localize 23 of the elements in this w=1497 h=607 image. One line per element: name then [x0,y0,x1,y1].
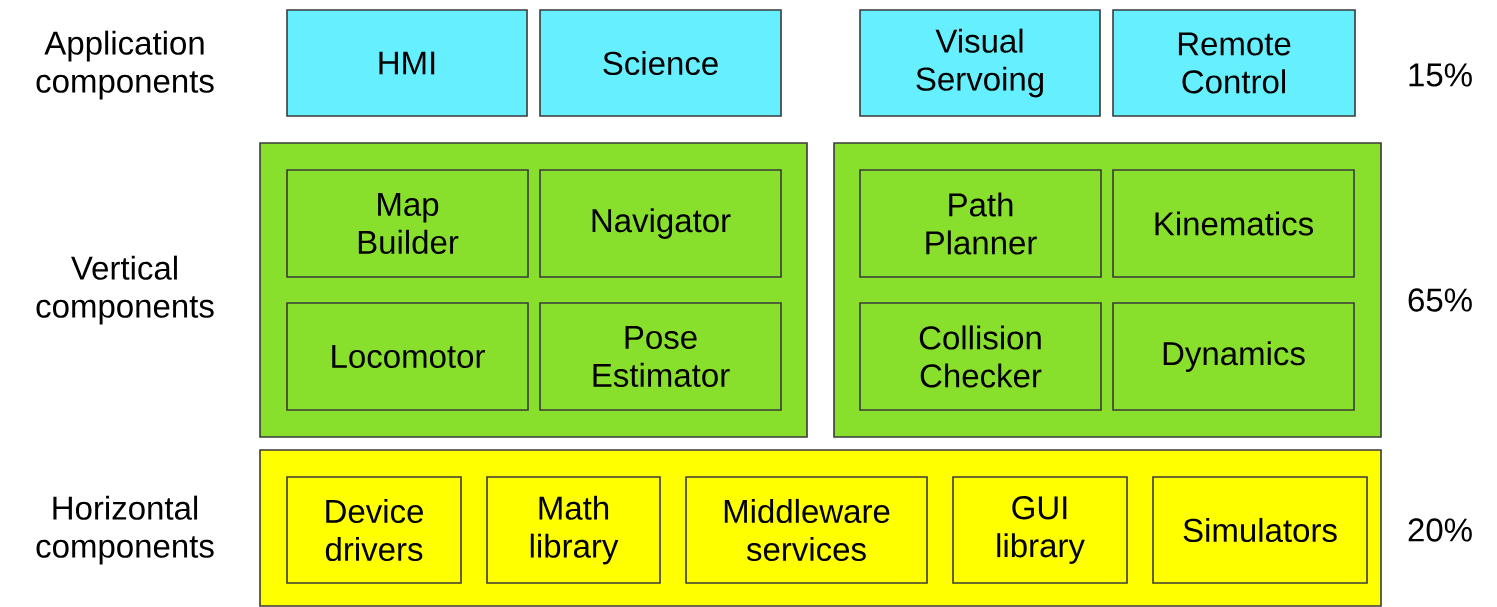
component-box: Navigator [539,169,782,278]
component-box: GUI library [952,476,1128,584]
layer-label: Vertical components [36,255,214,325]
component-box: Pose Estimator [539,302,782,411]
component-box: Dynamics [1112,302,1355,411]
component-box: Math library [486,476,661,584]
application-box: HMI [286,9,528,117]
component-box: Simulators [1152,476,1368,584]
application-box: Science [539,9,782,117]
percentage-label: 15% [1409,63,1472,87]
layer-label: Horizontal components [36,495,214,565]
component-box: Middleware services [685,476,928,584]
component-box: Path Planner [859,169,1102,278]
component-box: Device drivers [286,476,462,584]
percentage-label: 65% [1408,288,1472,312]
application-box: Visual Servoing [859,9,1101,117]
percentage-label: 20% [1408,518,1472,542]
component-box: Kinematics [1112,169,1355,278]
component-box: Map Builder [286,169,529,278]
application-box: Remote Control [1112,9,1356,117]
component-box: Locomotor [286,302,529,411]
layer-label: Application components [36,30,214,100]
component-box: Collision Checker [859,302,1102,411]
